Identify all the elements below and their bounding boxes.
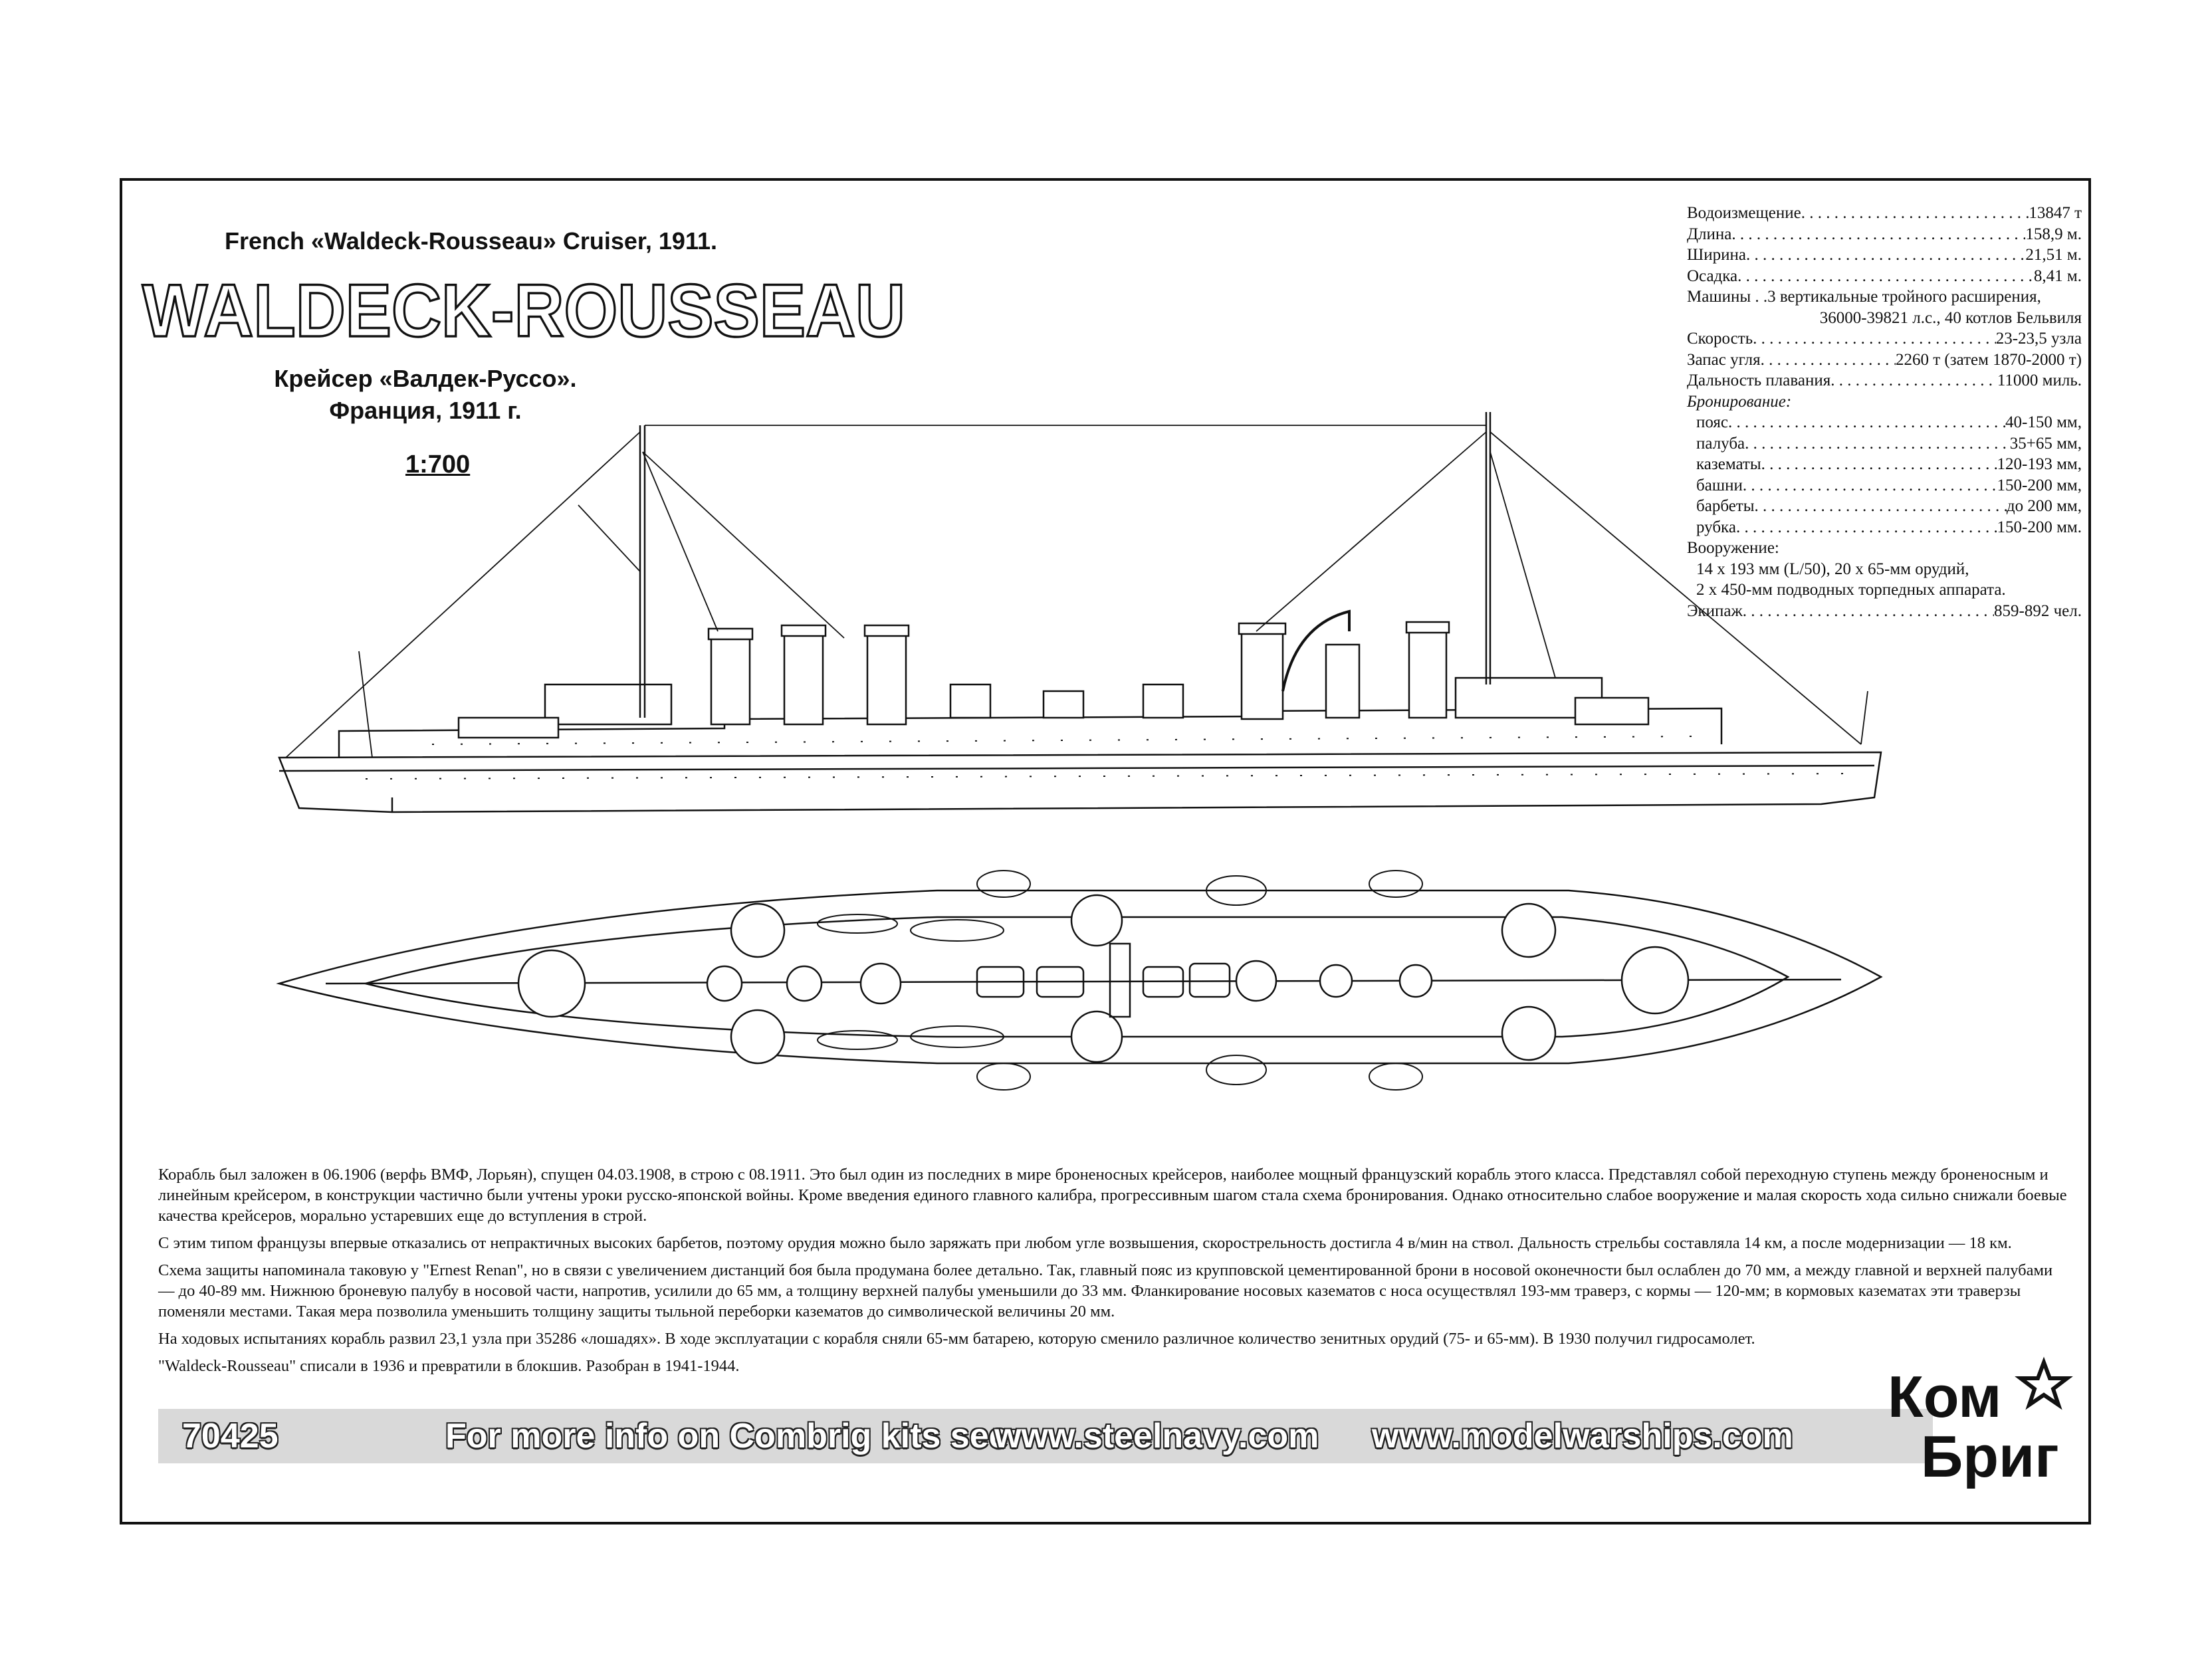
description-paragraph: "Waldeck-Rousseau" списали в 1936 и прев… [158, 1357, 740, 1375]
footer-banner: 70425 For more info on Combrig kits see:… [158, 1409, 1933, 1463]
english-title: French «Waldeck-Rousseau» Cruiser, 1911. [225, 227, 718, 255]
spec-armour-heading: Бронирование: [1687, 392, 1792, 411]
star-icon [2015, 1356, 2073, 1410]
spec-armament-line1: 14 х 193 мм (L/50), 20 х 65-мм орудий, [1696, 560, 1969, 578]
spec-machinery-cont: 36000-39821 л.с., 40 котлов Бельвиля [1819, 308, 2082, 327]
kombrig-logo: Ком Бриг [1888, 1356, 2073, 1489]
url-modelwarships-link[interactable]: www.modelwarships.com [1372, 1417, 1793, 1455]
spec-armament-line2: 2 х 450-мм подводных торпедных аппарата. [1696, 581, 2006, 599]
deck-plan-drawing [276, 870, 1883, 1091]
russian-title: Крейсер «Валдек-Руссо». Франция, 1911 г. [253, 363, 598, 427]
ship-name-text: WALDECK-ROUSSEAU [142, 269, 905, 347]
side-profile-drawing [278, 412, 1882, 813]
spec-armour-turrets: башни150-200 мм, [1687, 475, 2082, 496]
description-paragraph: Схема защиты напоминала таковую у "Ernes… [158, 1261, 2053, 1320]
spec-armament-heading: Вооружение: [1687, 539, 1779, 557]
url-steelnavy-link[interactable]: www.steelnavy.com [994, 1417, 1319, 1455]
spec-displacement: Водоизмещение13847 т [1687, 203, 2082, 224]
description-paragraph: С этим типом французы впервые отказались… [158, 1234, 2012, 1252]
russian-title-line2: Франция, 1911 г. [329, 397, 522, 424]
info-text: For more info on Combrig kits see: [445, 1417, 1020, 1455]
description-paragraph: На ходовых испытаниях корабль развил 23,… [158, 1330, 1755, 1348]
ship-name-outlined-title: WALDECK-ROUSSEAU [141, 268, 907, 347]
spec-crew: Экипаж859-892 чел. [1687, 601, 2082, 622]
spec-length: Длина158,9 м. [1687, 224, 2082, 245]
specifications-table: Водоизмещение13847 т Длина158,9 м. Ширин… [1687, 203, 2082, 621]
spec-armour-barbettes: барбетыдо 200 мм, [1687, 496, 2082, 517]
spec-armour-conning-tower: рубка150-200 мм. [1687, 517, 2082, 538]
scale-label: 1:700 [405, 451, 471, 478]
logo-line2: Бриг [1921, 1423, 2059, 1489]
history-description: Корабль был заложен в 06.1906 (верфь ВМФ… [158, 1164, 2072, 1383]
russian-title-line1: Крейсер «Валдек-Руссо». [274, 365, 577, 392]
spec-coal: Запас угля2260 т (затем 1870-2000 т) [1687, 350, 2082, 371]
description-paragraph: Корабль был заложен в 06.1906 (верфь ВМФ… [158, 1166, 2067, 1225]
drawing-frame [120, 178, 2091, 1524]
spec-armour-casemates: казематы120-193 мм, [1687, 454, 2082, 475]
spec-armour-deck: палуба35+65 мм, [1687, 433, 2082, 455]
logo-line1: Ком [1888, 1364, 2001, 1429]
kit-number: 70425 [182, 1417, 278, 1455]
spec-armour-belt: пояс40-150 мм, [1687, 412, 2082, 433]
spec-range: Дальность плавания11000 миль. [1687, 370, 2082, 391]
spec-speed: Скорость23-23,5 узла [1687, 328, 2082, 350]
spec-machinery: Машины . .3 вертикальные тройного расшир… [1687, 288, 2041, 306]
spec-beam: Ширина21,51 м. [1687, 245, 2082, 266]
spec-draft: Осадка8,41 м. [1687, 266, 2082, 287]
